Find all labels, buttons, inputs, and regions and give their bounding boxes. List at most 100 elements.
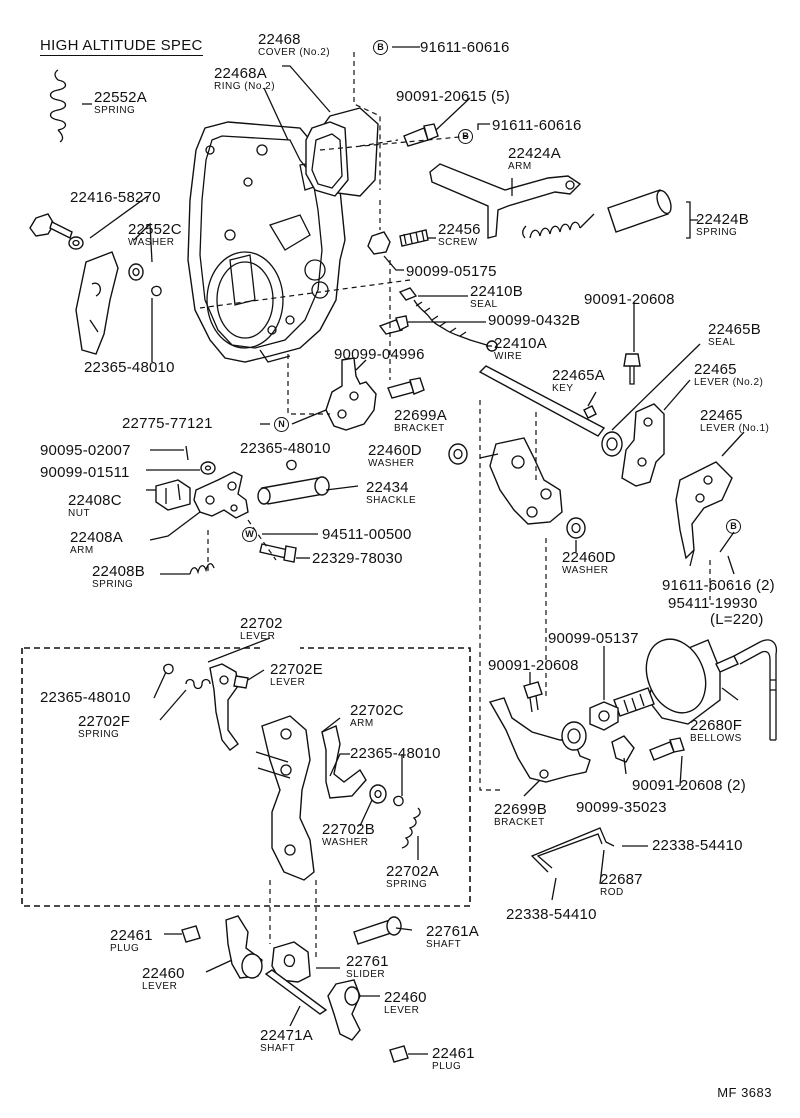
shaft-22471A [264, 969, 328, 1015]
bolt-90091-20608-b [523, 681, 543, 713]
clip-22365-b [286, 459, 297, 471]
arm-22408A [193, 471, 249, 519]
washer-22460D-b [566, 517, 586, 539]
shaft-22761A [353, 916, 402, 945]
lever-22460-b [327, 979, 361, 1041]
figure-code: MF 3683 [717, 1085, 772, 1100]
cover-no2 [305, 107, 379, 197]
leader-lines [82, 46, 745, 1055]
label-22365-48010-d: 22365-48010 [350, 745, 441, 762]
label-90099-0432B: 90099-0432B [488, 312, 581, 329]
label-22338-b: 22338-54410 [506, 906, 597, 923]
callout-b-1: B [373, 40, 388, 55]
label-90091-20608-2: 90091-20608 (2) [632, 777, 746, 794]
bolt-22416 [29, 213, 84, 250]
page-title: HIGH ALTITUDE SPEC [40, 37, 203, 56]
spring-22702F [185, 678, 211, 690]
plug-22461-b [389, 1045, 409, 1063]
lever-22465-no2 [621, 403, 665, 487]
bolt-90091-20615 [403, 123, 439, 147]
label-90099-35023: 90099-35023 [576, 799, 667, 816]
arm-22702C [321, 725, 367, 799]
washer-90099-01511 [200, 461, 216, 475]
label-90091-20608-b: 90091-20608 [488, 657, 579, 674]
label-91611-top: 91611-60616 [420, 39, 510, 56]
pin-90095 [185, 445, 189, 461]
label-90099-01511: 90099-01511 [40, 464, 130, 481]
callout-b-3: B [726, 519, 741, 534]
bolt-90091-20608-2 [649, 737, 685, 761]
screw-22456 [399, 229, 429, 247]
bracket-22699A [325, 357, 377, 431]
label-95411: 95411-19930 [668, 595, 758, 612]
callout-w: W [242, 527, 257, 542]
spring-22408B [189, 563, 215, 575]
label-90095: 90095-02007 [40, 442, 131, 459]
label-90091-20615: 90091-20615 (5) [396, 88, 510, 105]
label-22338-a: 22338-54410 [652, 837, 743, 854]
callout-n: N [274, 417, 289, 432]
wire-22410A [413, 299, 498, 352]
label-22416: 22416-58270 [70, 189, 161, 206]
washer-22460D-a [448, 443, 468, 465]
dashed-guides [21, 52, 711, 960]
label-90091-20608-a: 90091-20608 [584, 291, 675, 308]
key-22465A [583, 405, 597, 419]
label-91611-2: 91611-60616 (2) [662, 577, 775, 594]
clip-22365-d [393, 795, 404, 807]
bolt-90091-20608-a [623, 353, 641, 385]
bracket-22699B [488, 697, 591, 783]
lever-22465-no1 [675, 461, 733, 567]
label-22365-48010-a: 22365-48010 [84, 359, 175, 376]
label-90099-05137: 90099-05137 [548, 630, 639, 647]
label-22365-48010-c: 22365-48010 [40, 689, 131, 706]
slider-22761 [271, 941, 311, 983]
label-90099-04996: 90099-04996 [334, 346, 425, 363]
lever-22702 [255, 715, 315, 881]
plate-left [75, 251, 119, 355]
spring-22552A [49, 69, 67, 143]
clip-22365-c [163, 663, 174, 675]
shaft-lever-no2 [478, 365, 606, 437]
nut-90099-05175 [367, 231, 391, 255]
spring-22424B [522, 213, 595, 239]
clip-22365-a [151, 285, 162, 297]
governor-body-middle [479, 437, 563, 525]
seal-22410B [398, 287, 418, 301]
label-95411-length: (L=220) [710, 611, 764, 628]
lever-22460-a [225, 915, 263, 979]
label-90099-05175: 90099-05175 [406, 263, 497, 280]
governor-housing [187, 121, 346, 363]
label-22365-48010-b: 22365-48010 [240, 440, 331, 457]
rod-22687 [530, 827, 615, 873]
callout-b-2: B [458, 129, 473, 144]
bolt-22329 [259, 543, 297, 563]
washer-22552C [128, 263, 144, 281]
washer-22702B [369, 784, 387, 804]
